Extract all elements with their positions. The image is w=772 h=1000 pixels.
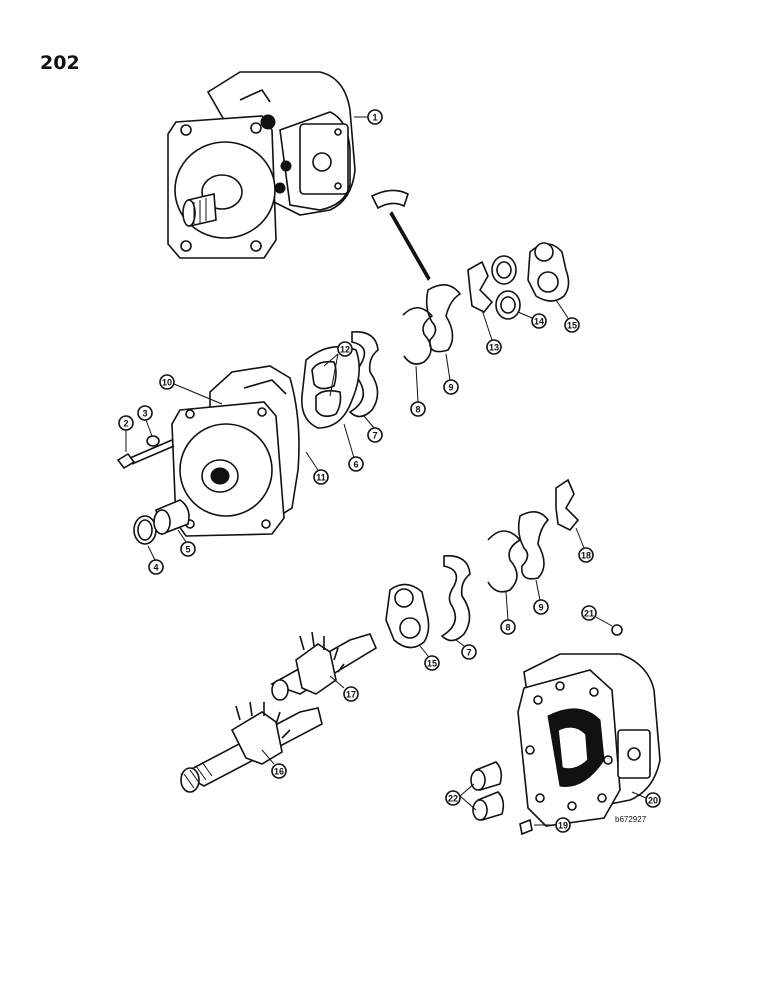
callout-9-lower: 9	[533, 579, 549, 615]
svg-text:2: 2	[123, 419, 128, 429]
callout-8-upper: 8	[410, 365, 426, 417]
svg-text:17: 17	[346, 690, 356, 700]
callout-19: 19	[534, 817, 571, 833]
callout-17: 17	[329, 675, 359, 702]
svg-text:12: 12	[340, 345, 350, 355]
svg-text:4: 4	[153, 563, 158, 573]
callout-14: 14	[517, 311, 547, 329]
gear-shaft-16	[180, 701, 323, 793]
svg-text:1: 1	[372, 113, 377, 123]
front-housing	[171, 365, 300, 537]
svg-text:10: 10	[162, 378, 172, 388]
bushings-22	[470, 761, 505, 822]
svg-text:7: 7	[466, 648, 471, 658]
svg-text:15: 15	[567, 321, 577, 331]
page-number: 202	[40, 52, 80, 74]
callout-5: 5	[177, 529, 196, 557]
svg-text:21: 21	[584, 609, 594, 619]
callout-4: 4	[147, 545, 164, 575]
callout-6: 6	[343, 423, 364, 472]
callout-20: 20	[631, 791, 661, 808]
svg-text:9: 9	[538, 603, 543, 613]
svg-text:9: 9	[448, 383, 453, 393]
svg-text:8: 8	[505, 623, 510, 633]
dowel-pin-19	[519, 818, 533, 836]
svg-text:5: 5	[185, 545, 190, 555]
callout-12: 12	[323, 341, 353, 397]
callout-3: 3	[137, 405, 153, 437]
callout-11: 11	[305, 451, 329, 485]
svg-text:11: 11	[316, 473, 326, 483]
seal-detail	[370, 189, 431, 281]
callout-8-lower: 8	[500, 591, 516, 635]
svg-text:18: 18	[581, 551, 591, 561]
lower-seal-set	[385, 478, 580, 649]
callout-10: 10	[159, 374, 223, 405]
callout-15-upper: 15	[555, 299, 580, 333]
callout-21: 21	[581, 605, 613, 627]
callout-22: 22	[445, 783, 477, 811]
callout-7-upper: 7	[363, 415, 383, 443]
svg-text:22: 22	[448, 794, 458, 804]
svg-text:16: 16	[274, 767, 284, 777]
upper-seal-set	[301, 242, 570, 429]
svg-text:8: 8	[415, 405, 420, 415]
svg-text:19: 19	[558, 821, 568, 831]
assembled-pump	[167, 71, 356, 259]
diagram-reference-code: b672927	[615, 815, 647, 824]
callout-9-upper: 9	[443, 353, 459, 395]
svg-text:13: 13	[489, 343, 499, 353]
svg-text:6: 6	[353, 460, 358, 470]
callouts: 1 2 3 4 5 6 7	[118, 109, 661, 833]
callout-16: 16	[261, 749, 287, 779]
svg-text:3: 3	[142, 409, 147, 419]
svg-text:20: 20	[648, 796, 658, 806]
callout-18: 18	[575, 527, 594, 563]
callout-1: 1	[354, 109, 383, 125]
rear-housing	[517, 653, 661, 827]
svg-text:15: 15	[427, 659, 437, 669]
svg-text:7: 7	[372, 431, 377, 441]
svg-text:14: 14	[534, 317, 544, 327]
gear-shaft-17	[270, 631, 378, 701]
snap-ring-and-bearing	[133, 499, 190, 545]
callout-2: 2	[118, 415, 134, 452]
callout-13: 13	[481, 309, 502, 355]
ball-21	[611, 624, 623, 636]
callout-7-lower: 7	[455, 639, 477, 660]
bolt-and-washer	[116, 435, 175, 470]
callout-15-lower: 15	[419, 645, 440, 671]
